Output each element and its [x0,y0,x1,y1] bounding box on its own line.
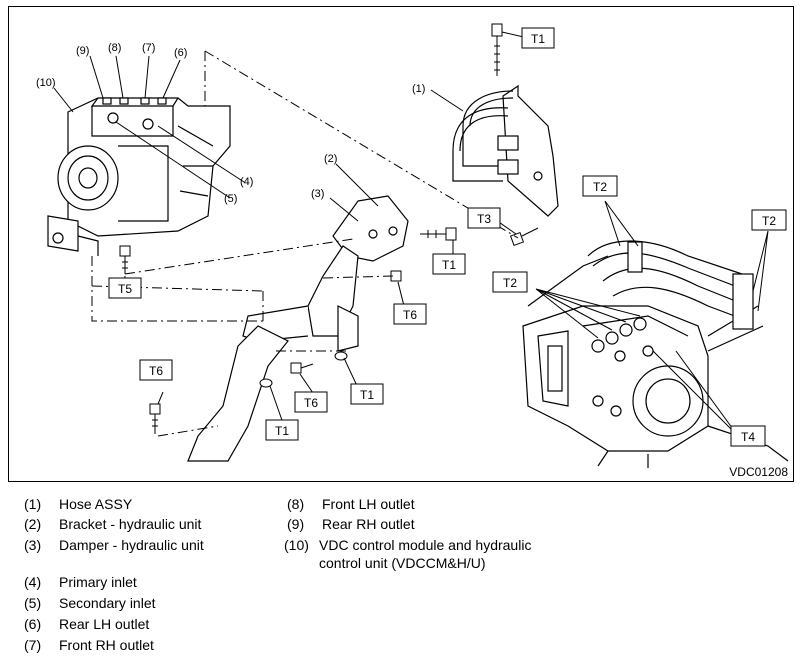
tag-t1-bot: T1 [265,419,299,441]
tag-t5: T5 [108,277,142,299]
svg-text:T4: T4 [741,430,755,444]
diagram-frame [8,6,794,482]
exploded-view-diagram: (9) (8) (7) (6) (10) (4) (5) (2) (3) (1)… [36,23,789,468]
svg-text:T2: T2 [593,180,607,194]
bracket-hydraulic-unit [187,195,409,462]
svg-text:T1: T1 [531,32,545,46]
callout-labels: (9) (8) (7) (6) (10) (4) (5) (2) (3) (1) [36,42,425,205]
tag-t6-a: T6 [393,303,427,325]
callout-5: (5) [224,193,237,205]
tag-t6-b: T6 [139,359,173,381]
installed-hydraulic-unit [522,240,789,468]
svg-text:T1: T1 [442,258,456,272]
hose-assy [452,84,559,217]
tag-t3: T3 [467,207,501,229]
callout-1: (1) [412,83,425,95]
tag-t2-top: T2 [582,175,618,197]
callout-3: (3) [311,188,324,200]
tag-t2-left: T2 [492,271,528,293]
tag-t1-mid: T1 [432,253,466,275]
callout-7: (7) [142,42,155,54]
svg-text:T6: T6 [403,308,417,322]
svg-text:T5: T5 [118,282,132,296]
tag-t1-low: T1 [350,383,384,405]
callout-10: (10) [36,77,56,89]
svg-text:T1: T1 [360,388,374,402]
tag-t1-top: T1 [521,27,555,49]
callout-6: (6) [174,47,187,59]
bolt-t6-left [149,403,161,434]
figure-code: VDC01208 [729,465,788,479]
bolt-t1-mid [420,227,457,241]
svg-text:T6: T6 [304,396,318,410]
svg-text:T3: T3 [477,212,491,226]
callout-8: (8) [108,42,121,54]
tag-t4: T4 [730,425,766,447]
svg-text:T1: T1 [275,424,289,438]
svg-text:T2: T2 [762,214,776,228]
callout-9: (9) [76,45,89,57]
bolt-t1-top [491,23,503,76]
tag-t2-right: T2 [751,209,787,231]
svg-text:T6: T6 [149,364,163,378]
callout-4: (4) [240,176,253,188]
tag-t6-c: T6 [294,391,328,413]
vdc-hydraulic-unit [47,97,231,256]
callout-2: (2) [324,153,337,165]
bolt-t6-low [290,362,314,374]
bolt-t3 [509,227,539,247]
leader-lines [53,31,769,437]
svg-text:T2: T2 [503,276,517,290]
bolt-t5 [119,245,131,274]
torque-tags: T1 T2 T2 T3 T1 T2 T5 T6 [108,27,787,447]
